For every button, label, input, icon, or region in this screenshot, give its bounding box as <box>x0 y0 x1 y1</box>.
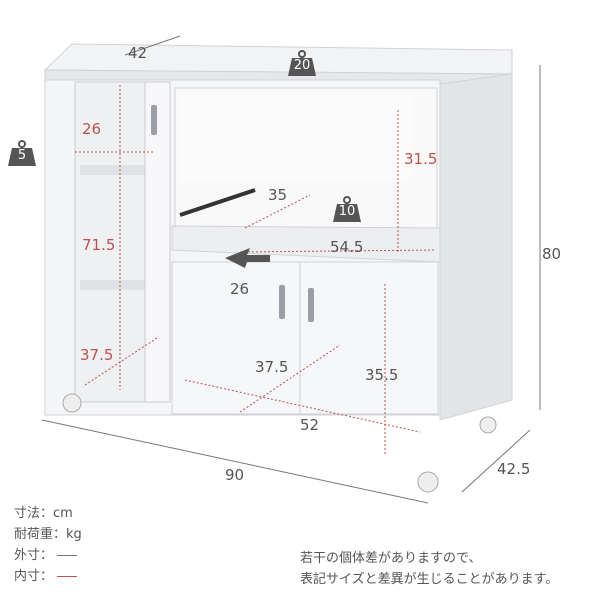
slide-depth-label: 35 <box>268 186 288 204</box>
left-shelf-depth-label: 26 <box>82 120 102 138</box>
outer-depth-label: 42.5 <box>497 460 531 478</box>
legend-size: 寸法：cm <box>14 506 73 521</box>
cabinet-depth-label: 37.5 <box>255 358 289 376</box>
top-depth-label: 42 <box>128 44 148 62</box>
legend: 寸法：cm 耐荷重：kg 外寸： 内寸： <box>14 503 82 587</box>
note-line: 若干の個体差がありますので、 <box>300 551 482 566</box>
handle <box>151 105 157 135</box>
shelf-load-label: 5 <box>17 148 27 163</box>
note-line: 表記サイズと差異が生じることがあります。 <box>300 572 559 587</box>
legend-outer: 外寸： <box>14 545 82 566</box>
pull-arrow-icon <box>225 248 270 268</box>
slide-pull-label: 26 <box>230 280 250 298</box>
glass-door <box>74 81 146 403</box>
left-bottom-height-label: 37.5 <box>80 346 114 364</box>
range-width-label: 54.5 <box>330 238 364 256</box>
disclaimer-note: 若干の個体差がありますので、 表記サイズと差異が生じることがあります。 <box>300 548 558 590</box>
range-height-label: 31.5 <box>404 150 438 168</box>
top-load-label: 20 <box>293 58 311 73</box>
slide-load-label: 10 <box>338 204 356 219</box>
weight-icon: 5 <box>8 140 36 166</box>
weight-icon: 10 <box>333 196 361 222</box>
legend-inner: 内寸： <box>14 566 82 587</box>
left-height-label: 71.5 <box>82 236 116 254</box>
inner-line-sample <box>57 576 78 577</box>
outer-line-sample <box>57 555 78 556</box>
legend-load: 耐荷重：kg <box>14 527 82 542</box>
lower-door-right <box>299 261 439 415</box>
cabinet-height-label: 35.5 <box>365 366 399 384</box>
outer-width-label: 90 <box>225 466 245 484</box>
weight-icon: 20 <box>288 50 316 76</box>
outer-height-label: 80 <box>542 245 562 263</box>
top-board <box>43 43 513 75</box>
narrow-door <box>144 81 171 403</box>
cabinet-width-label: 52 <box>300 416 320 434</box>
side-panel <box>439 73 513 421</box>
